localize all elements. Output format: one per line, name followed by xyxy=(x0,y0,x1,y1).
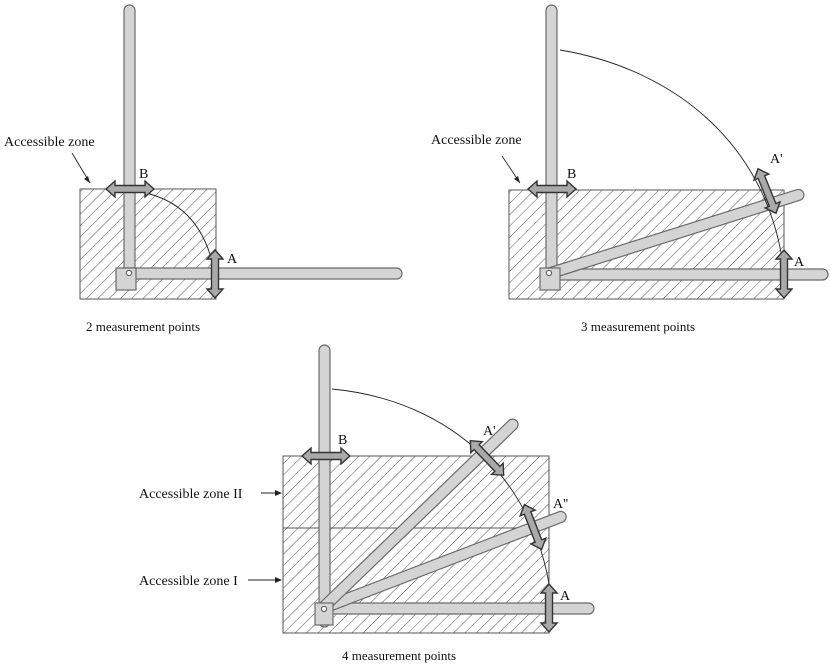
pivot-icon xyxy=(320,605,328,613)
leader-arrowhead-icon xyxy=(84,176,90,183)
horizontal-arm xyxy=(115,267,403,280)
zone-label: Accessible zone xyxy=(4,135,95,150)
point-label-a-prime: A' xyxy=(770,152,783,167)
pivot-block xyxy=(314,602,334,626)
point-label-a-double-prime: A'' xyxy=(553,497,568,512)
vertical-arm xyxy=(318,344,331,628)
accessible-zone xyxy=(79,188,217,300)
zone-i-label: Accessible zone I xyxy=(139,574,238,589)
vertical-arm xyxy=(123,4,136,291)
caption: 3 measurement points xyxy=(581,319,695,334)
leader-arrowhead-icon xyxy=(514,176,520,183)
vertical-arm xyxy=(545,4,558,291)
point-label-b: B xyxy=(567,167,576,182)
diagram-two-points: Accessible zone B A 2 measurement points xyxy=(4,4,403,334)
point-label-b: B xyxy=(139,167,148,182)
pivot-icon xyxy=(125,269,133,277)
zone-label: Accessible zone xyxy=(431,133,522,148)
point-label-b: B xyxy=(338,433,347,448)
diagram-four-points: Accessible zone II Accessible zone I B A… xyxy=(139,344,595,663)
leader-arrowhead-icon xyxy=(275,490,282,496)
point-label-a: A xyxy=(560,589,571,604)
point-label-a-prime: A' xyxy=(483,424,496,439)
pivot-block xyxy=(115,267,137,291)
zone-ii-label: Accessible zone II xyxy=(139,487,243,502)
rotation-arc xyxy=(559,49,785,273)
diagram-three-points: Accessible zone B A' A 3 measurement poi… xyxy=(431,4,829,334)
pivot-block xyxy=(539,267,561,291)
leader-arrowhead-icon xyxy=(275,577,282,583)
point-label-a: A xyxy=(227,252,238,267)
caption: 2 measurement points xyxy=(86,319,200,334)
point-label-a: A xyxy=(794,255,805,270)
caption: 4 measurement points xyxy=(342,648,456,663)
pivot-icon xyxy=(545,269,553,277)
